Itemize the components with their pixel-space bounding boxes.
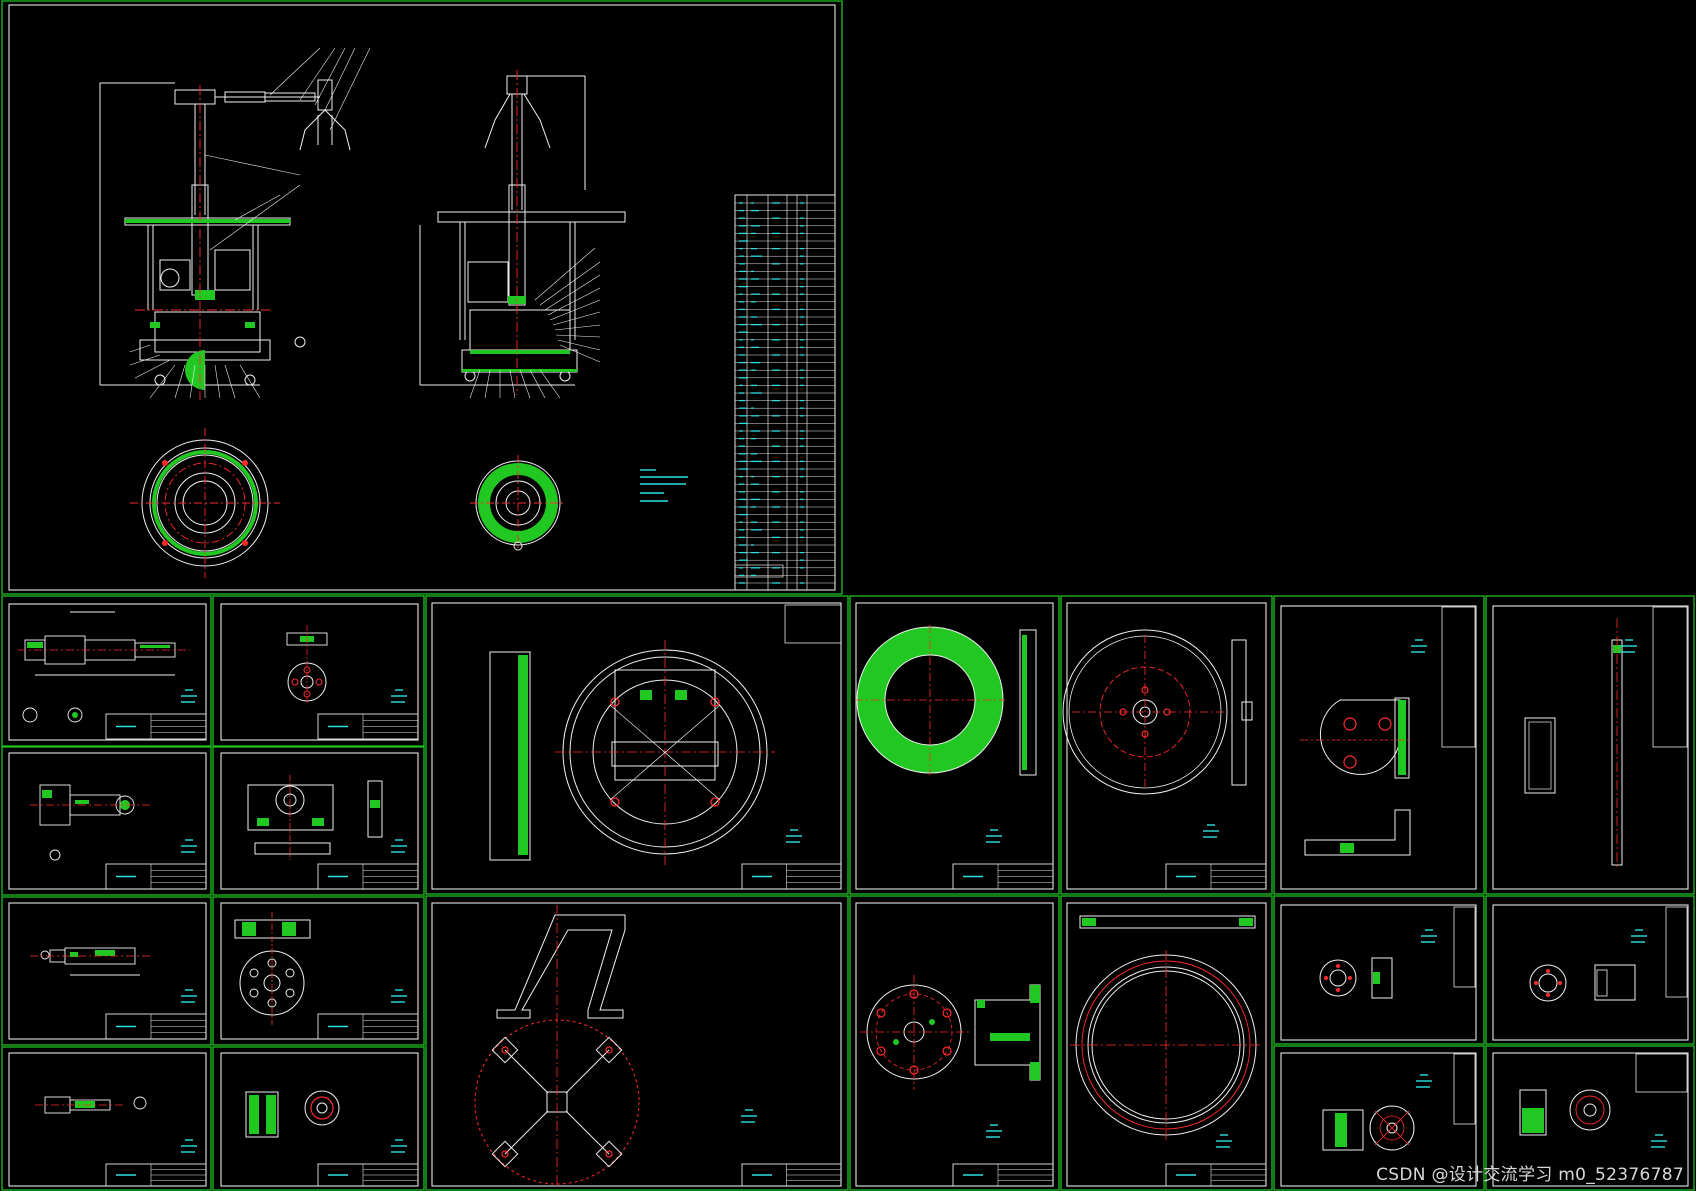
claw-frame-drawing xyxy=(474,905,640,1185)
title-block xyxy=(317,713,419,740)
note-text xyxy=(786,829,802,843)
title-block xyxy=(1165,863,1267,890)
flange-drawing-b xyxy=(234,912,311,1025)
sheet-frame-shaft-a xyxy=(1,595,212,747)
sheet-frame-coupling-flange xyxy=(849,895,1060,1191)
sheet-frame-base-disc xyxy=(425,595,849,895)
csdn-watermark: CSDN @设计交流学习 m0_52376787 xyxy=(1376,1165,1684,1185)
note-text xyxy=(1203,824,1219,838)
sheet-frame-shaft-d xyxy=(1,1046,212,1191)
note-text xyxy=(181,839,197,853)
base-disc-drawing xyxy=(489,604,842,865)
sheet-frame-small-flange-b xyxy=(1485,895,1695,1045)
note-text xyxy=(741,1109,757,1123)
sheet-frame-arm-plate xyxy=(1273,595,1485,895)
note-text xyxy=(986,829,1002,843)
border-arm-plate xyxy=(1280,605,1477,890)
title-block xyxy=(952,863,1054,890)
sheet-frame-small-flange-d xyxy=(1485,1045,1695,1191)
assembly-plan-view xyxy=(130,428,280,578)
sheet-frame-claw-frame xyxy=(425,895,849,1191)
sheet-frame-small-flange-c xyxy=(1273,1045,1485,1191)
small-flange-drawing-a xyxy=(1319,906,1476,999)
shaft-drawing-c xyxy=(30,947,150,976)
title-block xyxy=(952,1163,1054,1187)
rod-drawing xyxy=(1524,606,1688,870)
note-text xyxy=(1416,1074,1432,1088)
border-claw-frame xyxy=(431,902,842,1187)
assembly-tech-notes xyxy=(640,469,688,502)
note-text xyxy=(1651,1134,1667,1148)
note-text xyxy=(1421,929,1437,943)
assembly-bearing-view xyxy=(470,455,566,551)
title-block xyxy=(105,713,207,740)
assembly-side-view-leaders xyxy=(469,247,601,399)
title-block xyxy=(741,1163,842,1187)
assembly-parts-list xyxy=(734,194,836,591)
flange-drawing-a xyxy=(286,625,328,705)
note-text xyxy=(986,1124,1002,1138)
bearing-seat-drawing xyxy=(247,775,383,860)
note-text xyxy=(391,1139,407,1153)
note-text xyxy=(1621,639,1637,653)
sheet-frame-rod xyxy=(1485,595,1695,895)
small-flange-drawing-c xyxy=(1322,1053,1476,1151)
border-flange-a xyxy=(220,603,419,741)
title-block xyxy=(1165,1163,1267,1187)
title-block xyxy=(105,1013,207,1040)
sheet-frame-small-flange-a xyxy=(1273,895,1485,1045)
border-small-flange-b xyxy=(1492,904,1689,1041)
border-rod xyxy=(1492,605,1689,890)
title-block xyxy=(741,863,842,890)
shaft-drawing-d xyxy=(35,1096,147,1114)
technical-annotations xyxy=(181,639,1667,1153)
sheet-frame-turntable xyxy=(1060,595,1273,895)
shaft-drawing-a xyxy=(18,611,190,723)
sheet-frame-flange-b xyxy=(212,896,425,1046)
note-text xyxy=(181,689,197,703)
sheet-frame-flange-a xyxy=(212,595,425,747)
title-block xyxy=(317,1163,419,1187)
note-text xyxy=(391,989,407,1003)
assembly-front-view-leaders xyxy=(129,47,371,399)
border-small-flange-d xyxy=(1492,1052,1689,1187)
large-ring-drawing xyxy=(1070,915,1262,1140)
note-text xyxy=(391,689,407,703)
note-text xyxy=(1411,639,1427,653)
title-blocks xyxy=(105,713,1267,1187)
sheet-frame-shaft-c xyxy=(1,896,212,1046)
sheet-frame-gear-hub xyxy=(212,1046,425,1191)
gear-hub-drawing xyxy=(245,1090,340,1138)
note-text xyxy=(391,839,407,853)
title-block xyxy=(105,863,207,890)
border-small-flange-c xyxy=(1280,1052,1477,1187)
note-text xyxy=(181,989,197,1003)
sheet-frame-hatched-ring xyxy=(849,595,1060,895)
assembly-sheet-frame xyxy=(1,0,843,595)
coupling-flange-drawing xyxy=(860,975,1041,1090)
note-text xyxy=(1216,1134,1232,1148)
note-text xyxy=(1631,929,1647,943)
assembly-front-view-centerlines xyxy=(135,85,270,400)
sheet-frame-large-ring xyxy=(1060,895,1273,1191)
shaft-drawing-b xyxy=(30,784,150,861)
arm-plate-drawing xyxy=(1300,606,1476,856)
small-flange-drawing-b xyxy=(1529,906,1688,1002)
turntable-drawing xyxy=(1062,629,1253,795)
note-text xyxy=(181,1139,197,1153)
border-small-flange-a xyxy=(1280,904,1477,1041)
border-base-disc xyxy=(431,602,842,890)
sheet-frame-bearing-seat xyxy=(212,746,425,896)
title-block xyxy=(317,863,419,890)
title-block xyxy=(317,1013,419,1040)
border-shaft-a xyxy=(8,603,207,741)
hatched-ring-drawing xyxy=(855,625,1037,776)
small-flange-drawing-d xyxy=(1519,1053,1688,1136)
title-block xyxy=(105,1163,207,1187)
sheet-frame-shaft-b xyxy=(1,746,212,896)
